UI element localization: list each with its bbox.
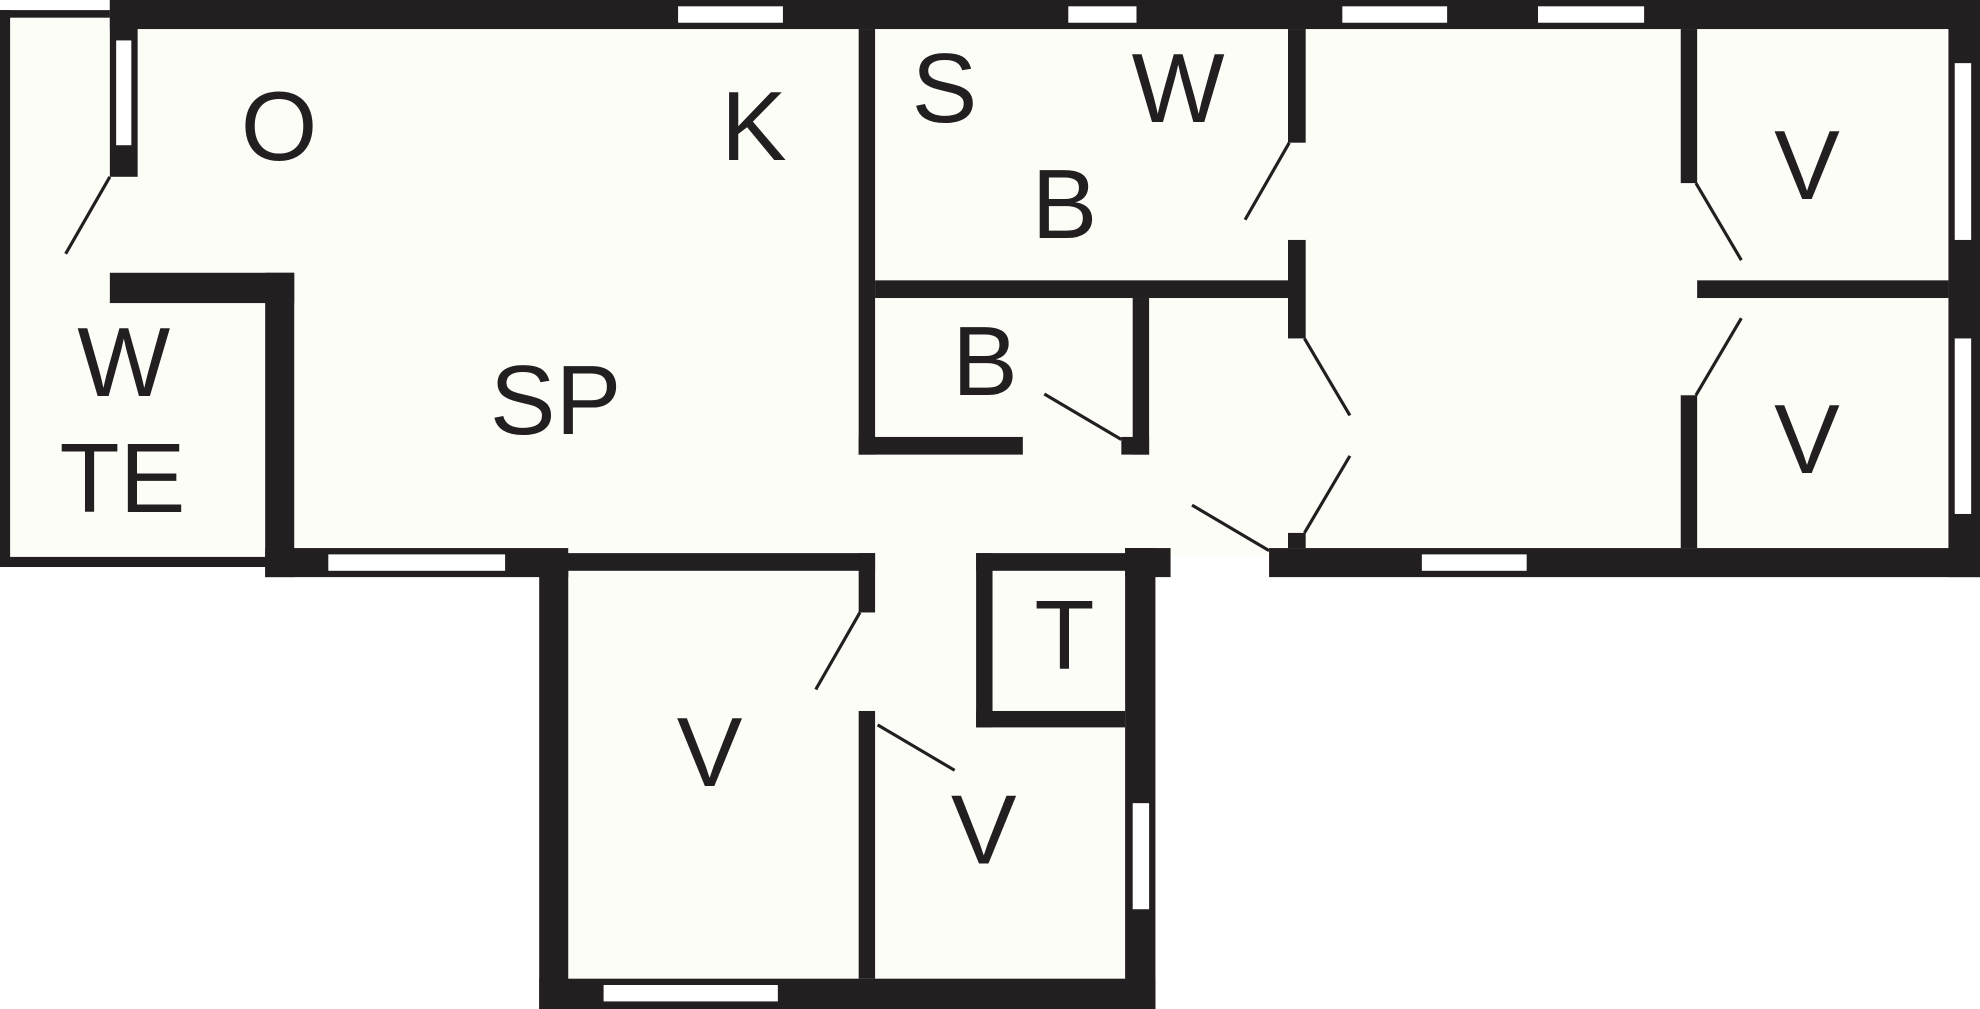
room-label-k: K (721, 71, 787, 181)
room-label-t: T (1034, 580, 1094, 690)
room-label-w: W (77, 307, 170, 417)
room-label-v: V (1774, 384, 1840, 494)
room-label-b: B (1032, 149, 1098, 259)
room-label-o: O (241, 71, 318, 181)
room-label-sp: SP (490, 345, 621, 455)
room-label-v: V (1774, 110, 1840, 220)
windows (116, 6, 1972, 1002)
room-label-v: V (677, 697, 743, 807)
room-label-v: V (951, 774, 1017, 884)
room-label-w: W (1132, 33, 1225, 143)
door-swings (64, 141, 1743, 772)
room-labels: O K S W B B SP W TE V V V V T (60, 33, 1841, 884)
room-label-s: S (912, 33, 978, 143)
room-label-b: B (952, 306, 1018, 416)
room-label-te: TE (60, 423, 186, 533)
